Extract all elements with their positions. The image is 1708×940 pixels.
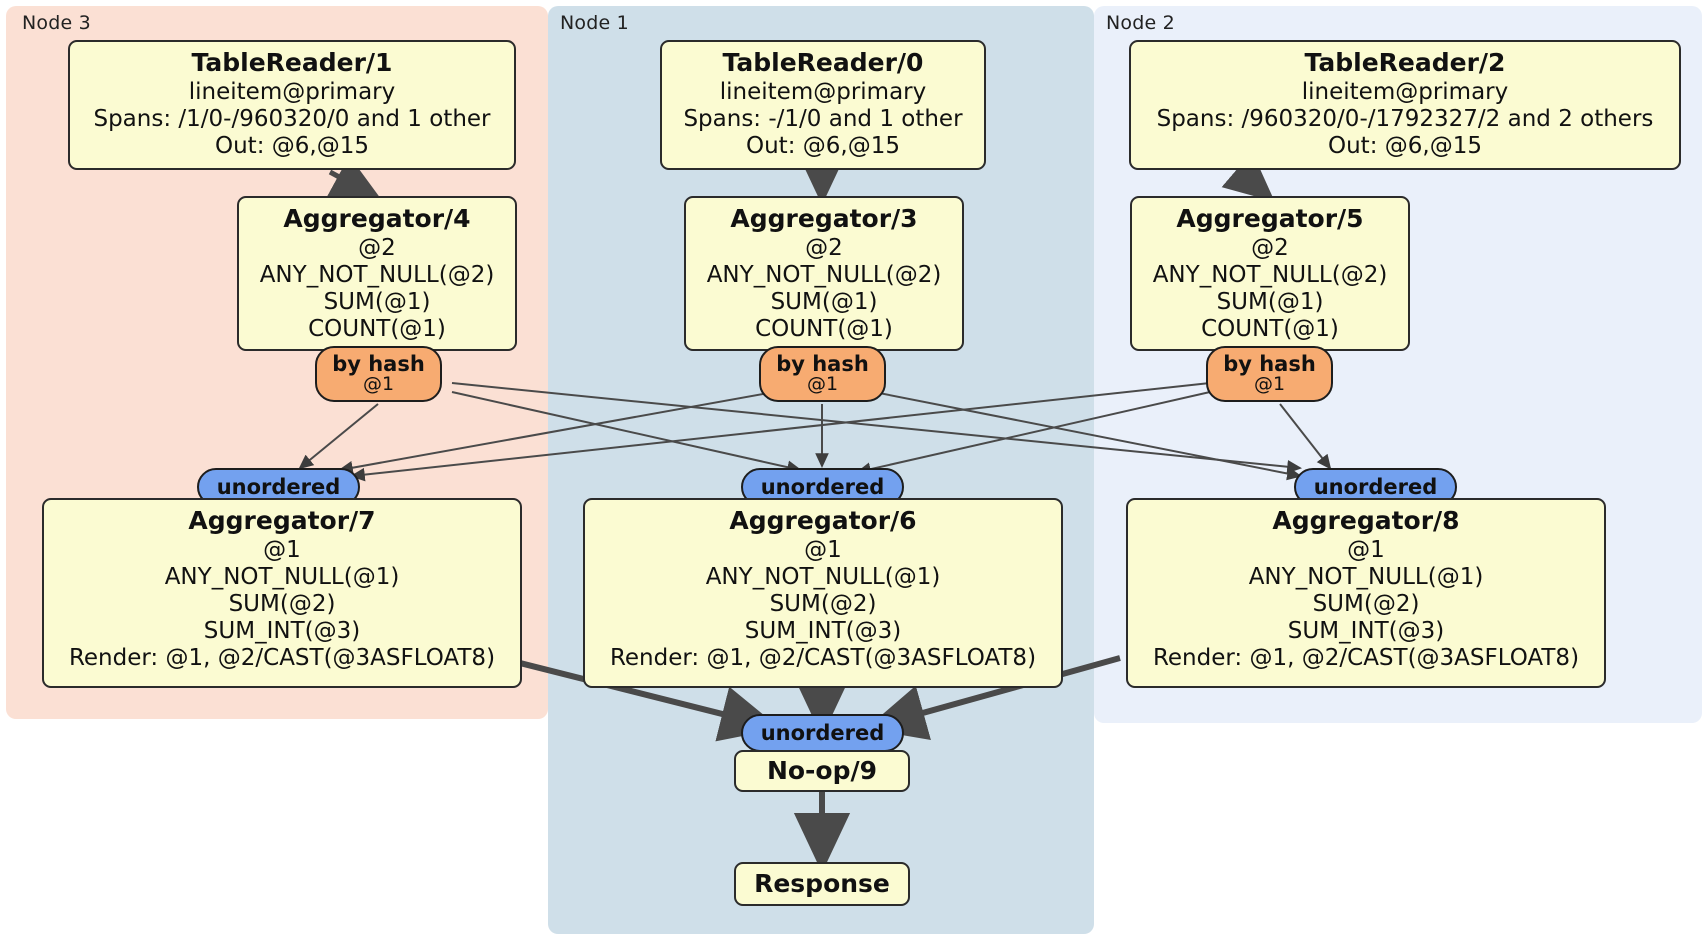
processor-table-reader-2[interactable]: TableReader/2 lineitem@primary Spans: /9… — [1129, 40, 1681, 170]
aggregator-6-line-4: Render: @1, @2/CAST(@3ASFLOAT8) — [609, 645, 1037, 671]
synchronizer-unordered-right-label: unordered — [1313, 474, 1438, 499]
router-by-hash-left-label: by hash — [332, 352, 425, 376]
table-reader-0-title: TableReader/0 — [722, 48, 924, 77]
aggregator-5-title: Aggregator/5 — [1176, 204, 1364, 233]
aggregator-5-line-2: SUM(@1) — [1216, 288, 1324, 315]
processor-aggregator-3[interactable]: Aggregator/3 @2 ANY_NOT_NULL(@2) SUM(@1)… — [684, 196, 964, 351]
aggregator-3-line-2: SUM(@1) — [770, 288, 878, 315]
table-reader-0-line-2: Out: @6,@15 — [746, 132, 900, 159]
aggregator-7-line-3: SUM_INT(@3) — [203, 617, 361, 644]
aggregator-8-line-0: @1 — [1347, 536, 1385, 563]
aggregator-7-line-4: Render: @1, @2/CAST(@3ASFLOAT8) — [68, 645, 496, 671]
synchronizer-unordered-mid-label: unordered — [760, 474, 885, 499]
aggregator-8-line-1: ANY_NOT_NULL(@1) — [1248, 563, 1484, 590]
node-label-node3: Node 3 — [22, 12, 91, 34]
processor-aggregator-4[interactable]: Aggregator/4 @2 ANY_NOT_NULL(@2) SUM(@1)… — [237, 196, 517, 351]
aggregator-3-line-1: ANY_NOT_NULL(@2) — [706, 261, 942, 288]
node-label-node2: Node 2 — [1106, 12, 1175, 34]
processor-aggregator-7[interactable]: Aggregator/7 @1 ANY_NOT_NULL(@1) SUM(@2)… — [42, 498, 522, 688]
aggregator-5-line-0: @2 — [1251, 234, 1289, 261]
table-reader-2-line-0: lineitem@primary — [1301, 78, 1509, 105]
router-by-hash-mid-label: by hash — [776, 352, 869, 376]
aggregator-5-line-1: ANY_NOT_NULL(@2) — [1152, 261, 1388, 288]
processor-aggregator-5[interactable]: Aggregator/5 @2 ANY_NOT_NULL(@2) SUM(@1)… — [1130, 196, 1410, 351]
aggregator-8-title: Aggregator/8 — [1272, 506, 1460, 535]
processor-aggregator-8[interactable]: Aggregator/8 @1 ANY_NOT_NULL(@1) SUM(@2)… — [1126, 498, 1606, 688]
aggregator-8-line-2: SUM(@2) — [1312, 590, 1420, 617]
aggregator-6-line-0: @1 — [804, 536, 842, 563]
aggregator-3-line-3: COUNT(@1) — [755, 315, 893, 342]
router-by-hash-right[interactable]: by hash @1 — [1206, 346, 1333, 402]
aggregator-3-line-0: @2 — [805, 234, 843, 261]
synchronizer-unordered-final[interactable]: unordered — [741, 714, 904, 752]
table-reader-1-line-0: lineitem@primary — [188, 78, 396, 105]
processor-noop-9[interactable]: No-op/9 — [734, 750, 910, 792]
synchronizer-unordered-left-label: unordered — [216, 474, 341, 499]
aggregator-6-line-1: ANY_NOT_NULL(@1) — [705, 563, 941, 590]
aggregator-3-title: Aggregator/3 — [730, 204, 918, 233]
aggregator-6-line-2: SUM(@2) — [769, 590, 877, 617]
aggregator-8-line-3: SUM_INT(@3) — [1287, 617, 1445, 644]
aggregator-4-title: Aggregator/4 — [283, 204, 471, 233]
table-reader-1-line-1: Spans: /1/0-/960320/0 and 1 other — [93, 105, 491, 132]
table-reader-2-line-1: Spans: /960320/0-/1792327/2 and 2 others — [1156, 105, 1654, 132]
router-by-hash-left[interactable]: by hash @1 — [315, 346, 442, 402]
router-by-hash-mid[interactable]: by hash @1 — [759, 346, 886, 402]
router-by-hash-right-sub: @1 — [1253, 373, 1286, 396]
aggregator-6-line-3: SUM_INT(@3) — [744, 617, 902, 644]
table-reader-2-title: TableReader/2 — [1304, 48, 1506, 77]
aggregator-6-title: Aggregator/6 — [729, 506, 917, 535]
aggregator-7-line-2: SUM(@2) — [228, 590, 336, 617]
aggregator-7-line-1: ANY_NOT_NULL(@1) — [164, 563, 400, 590]
aggregator-5-line-3: COUNT(@1) — [1201, 315, 1339, 342]
table-reader-2-line-2: Out: @6,@15 — [1328, 132, 1482, 159]
synchronizer-unordered-final-label: unordered — [760, 720, 885, 745]
router-by-hash-right-label: by hash — [1223, 352, 1316, 376]
processor-table-reader-0[interactable]: TableReader/0 lineitem@primary Spans: -/… — [660, 40, 986, 170]
aggregator-7-line-0: @1 — [263, 536, 301, 563]
aggregator-8-line-4: Render: @1, @2/CAST(@3ASFLOAT8) — [1152, 645, 1580, 671]
router-by-hash-mid-sub: @1 — [806, 373, 839, 396]
noop-9-title: No-op/9 — [766, 756, 878, 785]
processor-table-reader-1[interactable]: TableReader/1 lineitem@primary Spans: /1… — [68, 40, 516, 170]
processor-aggregator-6[interactable]: Aggregator/6 @1 ANY_NOT_NULL(@1) SUM(@2)… — [583, 498, 1063, 688]
response-title: Response — [754, 869, 890, 898]
aggregator-4-line-3: COUNT(@1) — [308, 315, 446, 342]
table-reader-0-line-0: lineitem@primary — [719, 78, 927, 105]
aggregator-7-title: Aggregator/7 — [188, 506, 376, 535]
node-label-node1: Node 1 — [560, 12, 629, 34]
router-by-hash-left-sub: @1 — [362, 373, 395, 396]
table-reader-1-title: TableReader/1 — [191, 48, 393, 77]
aggregator-4-line-2: SUM(@1) — [323, 288, 431, 315]
processor-response[interactable]: Response — [734, 862, 910, 906]
aggregator-4-line-1: ANY_NOT_NULL(@2) — [259, 261, 495, 288]
aggregator-4-line-0: @2 — [358, 234, 396, 261]
table-reader-1-line-2: Out: @6,@15 — [215, 132, 369, 159]
table-reader-0-line-1: Spans: -/1/0 and 1 other — [683, 105, 963, 132]
